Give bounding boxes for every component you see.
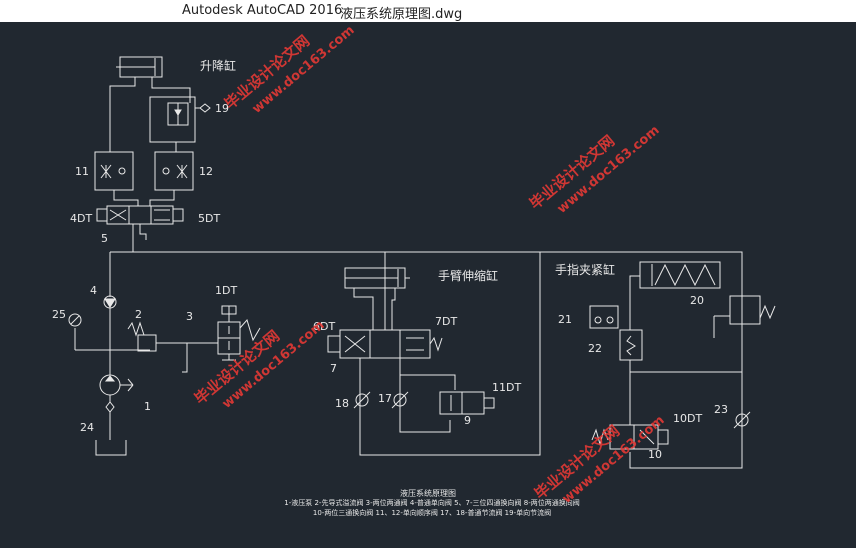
sequence-valve-11: [94, 151, 134, 191]
label-1dt: 1DT: [215, 284, 237, 297]
two-way-valve-3: [217, 305, 261, 361]
label-10dt: 10DT: [673, 412, 702, 425]
lift-cylinder: [116, 56, 163, 78]
watermark-2: 毕业设计论文网 www.doc163.com: [526, 123, 663, 217]
label-1: 1: [144, 400, 151, 413]
label-5dt: 5DT: [198, 212, 220, 225]
relief-valve-2: [127, 321, 187, 352]
watermark-1: 毕业设计论文网 www.doc163.com: [221, 23, 358, 117]
filter-24: [105, 401, 115, 413]
label-2: 2: [135, 308, 142, 321]
legend-title: 液压系统原理图: [400, 488, 456, 498]
label-7: 7: [330, 362, 337, 375]
label-finger-cylinder: 手指夹紧缸: [555, 262, 615, 277]
label-20: 20: [690, 294, 704, 307]
legend-line-2: 10-两位三通换向阀 11、12-单向顺序阀 17、18-普通节流阀 19-单向…: [313, 508, 551, 517]
one-way-valve-22: [619, 329, 643, 361]
throttle-valve-23: [733, 411, 751, 429]
label-23: 23: [714, 403, 728, 416]
label-22: 22: [588, 342, 602, 355]
label-9: 9: [464, 414, 471, 427]
label-4: 4: [90, 284, 97, 297]
pressure-gauge-25: [68, 313, 82, 327]
throttle-valve-18: [353, 391, 371, 409]
label-24: 24: [80, 421, 94, 434]
pressure-switch-20: [713, 295, 776, 338]
label-11dt: 11DT: [492, 381, 521, 394]
pump-1: [99, 374, 134, 396]
label-19: 19: [215, 102, 229, 115]
app-title: Autodesk AutoCAD 2016: [182, 3, 343, 18]
title-bar: Autodesk AutoCAD 2016 液压系统原理图.dwg: [0, 0, 856, 22]
two-way-valve-9: [439, 391, 495, 415]
label-5: 5: [101, 232, 108, 245]
legend-line-1: 1-液压泵 2-先导式溢流阀 3-两位两通阀 4-普通单向阀 5、7-三位四通换…: [284, 498, 579, 507]
label-10: 10: [648, 448, 662, 461]
finger-cylinder: [639, 261, 721, 289]
arm-cylinder: [344, 267, 410, 289]
watermark-3: 毕业设计论文网 www.doc163.com: [191, 318, 328, 412]
label-6dt: 6DT: [313, 320, 335, 333]
directional-valve-21: [589, 305, 619, 329]
label-7dt: 7DT: [435, 315, 457, 328]
label-4dt: 4DT: [70, 212, 92, 225]
sequence-valve-12: [154, 151, 194, 191]
throttle-valve-17: [391, 391, 409, 409]
directional-valve-7: [327, 329, 443, 359]
label-17: 17: [378, 392, 392, 405]
label-11: 11: [75, 165, 89, 178]
three-way-valve-10: [591, 424, 669, 450]
check-valve-4: [103, 295, 117, 309]
one-way-throttle-valve-19: [149, 96, 211, 152]
label-18: 18: [335, 397, 349, 410]
file-name: 液压系统原理图.dwg: [340, 7, 463, 22]
label-25: 25: [52, 308, 66, 321]
label-21: 21: [558, 313, 572, 326]
label-3: 3: [186, 310, 193, 323]
drawing-canvas[interactable]: 升降缸 19 11 12 4DT 5DT 5 4 25 2 3 1DT 1 24…: [0, 22, 856, 544]
label-arm-cylinder: 手臂伸缩缸: [438, 268, 498, 283]
directional-valve-5: [96, 205, 184, 225]
label-lift-cylinder: 升降缸: [200, 58, 236, 73]
label-12: 12: [199, 165, 213, 178]
